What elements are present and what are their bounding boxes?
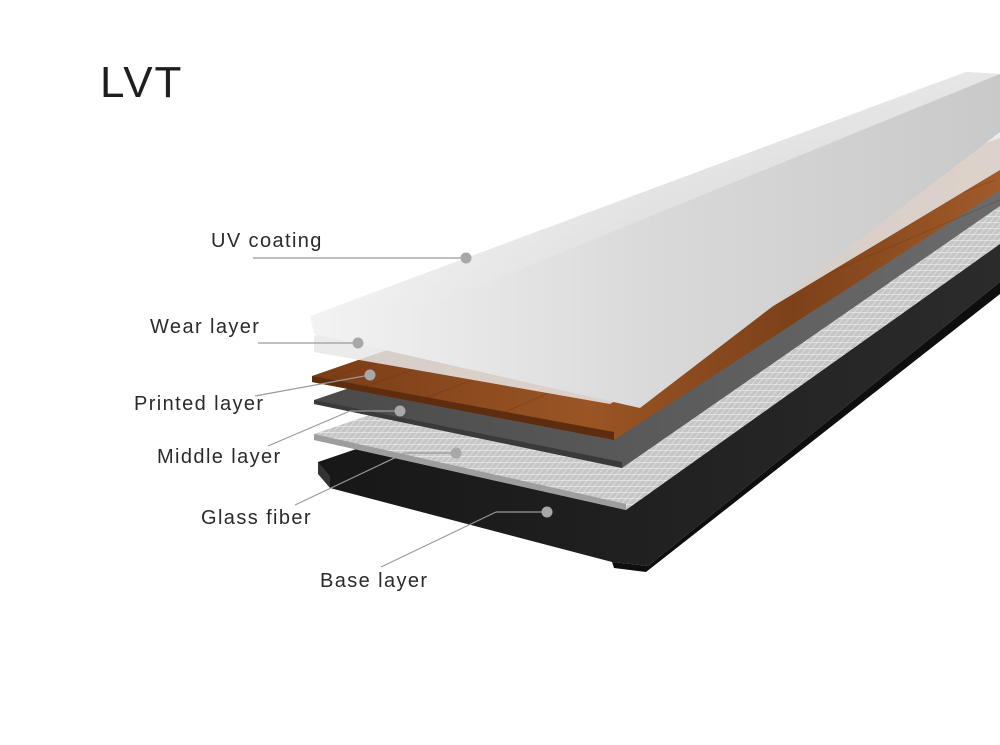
leader-lines	[253, 257, 547, 568]
marker-dot-wear	[352, 337, 364, 349]
marker-dot-glass	[450, 447, 462, 459]
marker-dot-printed	[364, 369, 376, 381]
marker-dots	[352, 252, 553, 518]
label-middle-layer: Middle layer	[157, 446, 282, 468]
label-wear-layer: Wear layer	[150, 316, 261, 338]
label-uv-coating: UV coating	[211, 230, 323, 252]
label-base-layer: Base layer	[320, 570, 429, 592]
leader-line-glass-a	[294, 452, 406, 506]
label-glass-fiber: Glass fiber	[201, 507, 312, 529]
diagram-title: LVT	[100, 58, 184, 107]
marker-dot-middle	[394, 405, 406, 417]
leader-line-printed	[254, 374, 371, 397]
marker-dot-base	[541, 506, 553, 518]
marker-dot-uv	[460, 252, 472, 264]
uv-coating-shape	[310, 72, 1000, 408]
leader-line-base-a	[380, 511, 497, 568]
leader-line-middle-a	[267, 410, 351, 447]
label-printed-layer: Printed layer	[134, 393, 265, 415]
